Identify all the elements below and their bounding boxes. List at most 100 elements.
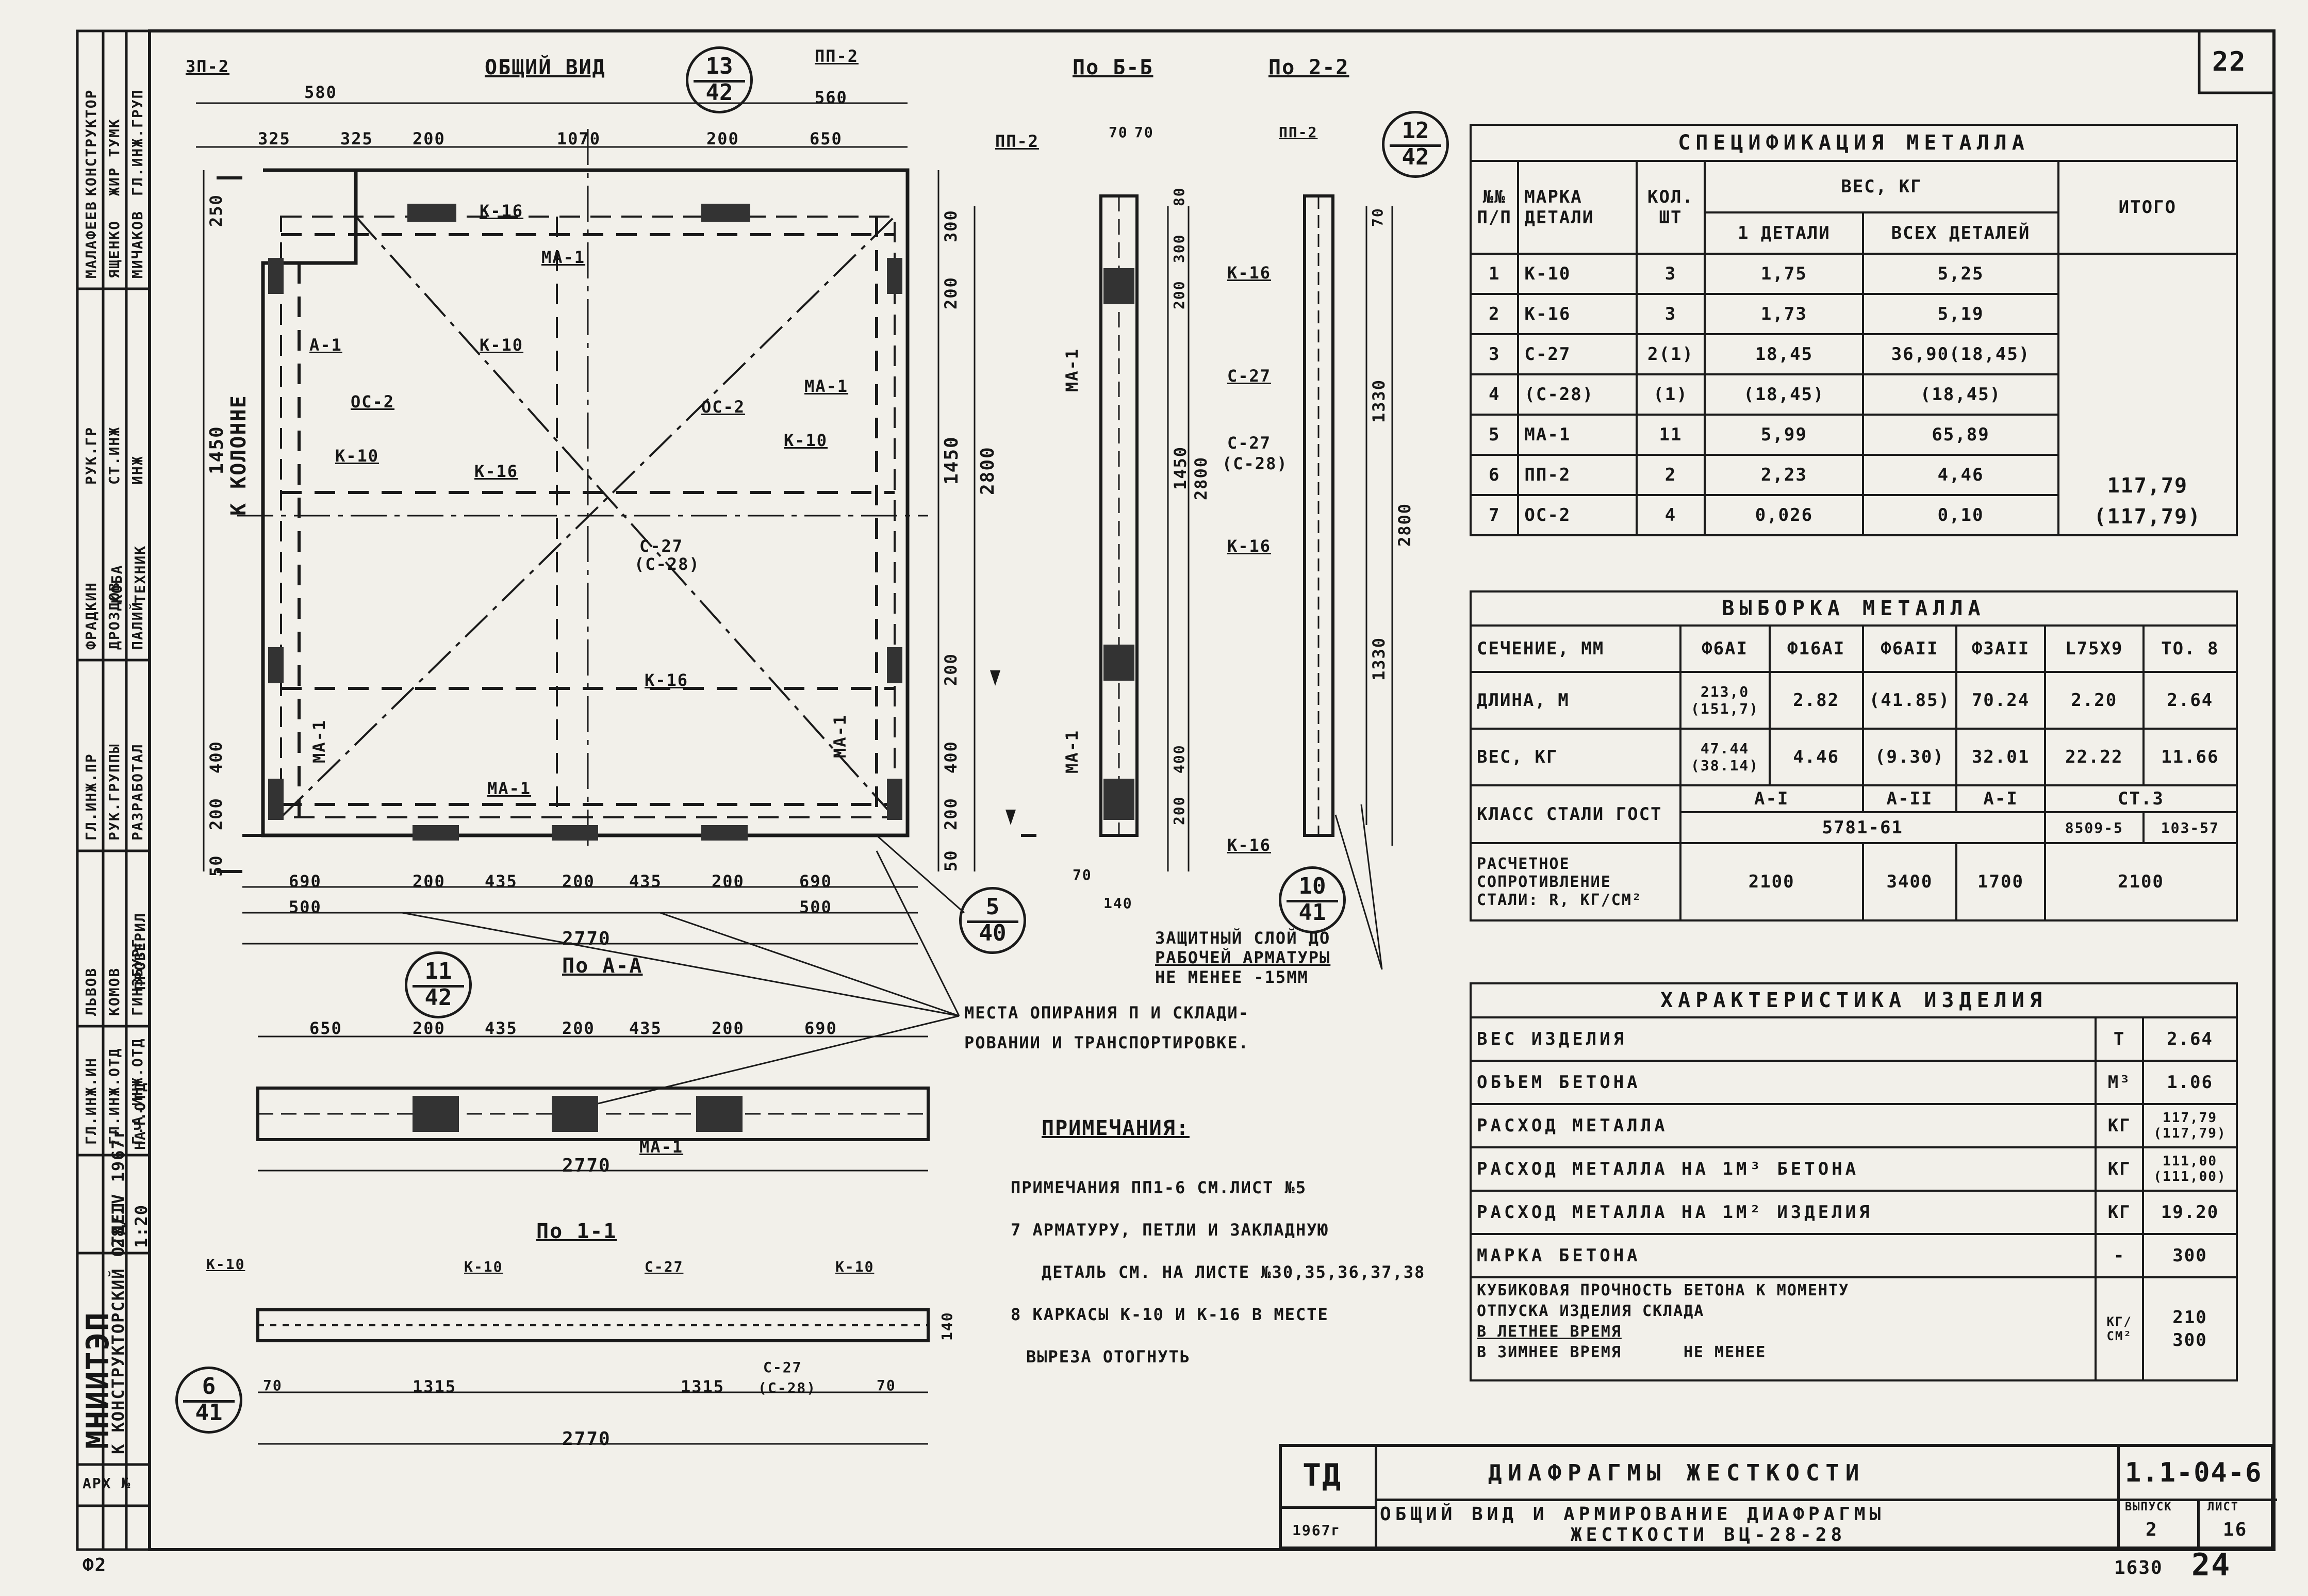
dim-right-2800: 2800 bbox=[977, 446, 998, 495]
bb-dim-300: 300 bbox=[1171, 234, 1188, 263]
spec-cell: 6 bbox=[1469, 454, 1520, 496]
stamp-person3-3: МИЧАКОВ bbox=[129, 210, 146, 278]
sheet-value: 16 bbox=[2223, 1519, 2248, 1540]
notes-block: ПРИМЕЧАНИЯ ПП1-6 СМ.ЛИСТ №5 7 АРМАТУРУ, … bbox=[1011, 1173, 1425, 1385]
bb-dim-200: 200 bbox=[1171, 280, 1188, 309]
dim-right-200b: 200 bbox=[941, 653, 961, 686]
spec-cell: 1,75 bbox=[1704, 253, 1865, 295]
s22-k16-top: К-16 bbox=[1227, 263, 1272, 283]
spec-cell: 4,46 bbox=[1862, 454, 2059, 496]
spec-total: 117,79 bbox=[2107, 474, 2188, 498]
char-cell: 19.20 bbox=[2142, 1190, 2238, 1235]
spec-cell: 0,026 bbox=[1704, 494, 1865, 536]
title-sub: ОБЩИЙ ВИД И АРМИРОВАНИЕ ДИАФРАГМЫ bbox=[1380, 1504, 1885, 1525]
spec-cell: 2,23 bbox=[1704, 454, 1865, 496]
char-cell: КГ bbox=[2095, 1190, 2145, 1235]
bb-dim-70a: 70 bbox=[1109, 124, 1128, 141]
dim-left-400: 400 bbox=[206, 741, 226, 774]
char-cell: М³ bbox=[2095, 1060, 2145, 1105]
stamp-scale: 1:20 bbox=[131, 1204, 151, 1248]
stamp-role-1: ГЛ.ИНЖ.ИН bbox=[83, 1057, 100, 1145]
sel-cell: 70.24 bbox=[1955, 671, 2046, 730]
bb-dim-70b: 70 bbox=[1134, 124, 1154, 141]
sel-h: Ф3АII bbox=[1955, 624, 2046, 673]
s22-c27b: С-27 bbox=[1227, 433, 1272, 453]
mark-k10-left: К-10 bbox=[335, 446, 380, 466]
spec-cell: 0,10 bbox=[1862, 494, 2059, 536]
title-org-divider bbox=[1282, 1506, 1375, 1509]
sel-h: L75Х9 bbox=[2043, 624, 2145, 673]
spec-cell: (С-28) bbox=[1517, 373, 1638, 416]
dim-bot-435b: 435 bbox=[629, 871, 662, 891]
callout-top: 11 bbox=[424, 958, 452, 984]
spec-cell: 2 bbox=[1635, 454, 1706, 496]
sel-cell: 11.66 bbox=[2142, 728, 2238, 786]
spec-title: СПЕЦИФИКАЦИЯ МЕТАЛЛА bbox=[1470, 124, 2238, 162]
spec-cell: 5,99 bbox=[1704, 414, 1865, 456]
sheet-label: ЛИСТ bbox=[2207, 1501, 2239, 1513]
spec-cell: (18,45) bbox=[1862, 373, 2059, 416]
s11-dim-1315a: 1315 bbox=[413, 1377, 457, 1396]
bb-dim-70c: 70 bbox=[1073, 866, 1092, 883]
s11-dim-140: 140 bbox=[938, 1311, 955, 1341]
stamp-role4-2: ЖИР ТУМК bbox=[106, 118, 123, 196]
callout-bar bbox=[694, 80, 745, 83]
bb-ma1-lower: МА-1 bbox=[1062, 729, 1082, 774]
spec-cell: 4 bbox=[1635, 494, 1706, 536]
strength-winter-val: 300 bbox=[2172, 1330, 2207, 1351]
mark-ma1-right-vert: МА-1 bbox=[830, 714, 850, 758]
spec-cell: К-16 bbox=[1517, 293, 1638, 335]
stamp-person3-2: ЯЩЕНКО bbox=[106, 220, 123, 278]
dim-right-300: 300 bbox=[941, 209, 961, 242]
sel-cell: ВЕС, КГ bbox=[1470, 728, 1681, 786]
char-title: ХАРАКТЕРИСТИКА ИЗДЕЛИЯ bbox=[1470, 982, 2238, 1018]
dim-top-325b: 325 bbox=[340, 129, 373, 149]
page-number: 22 bbox=[2212, 46, 2247, 77]
dim-bot-total: 2770 bbox=[562, 928, 611, 949]
bb-dim-400: 400 bbox=[1171, 744, 1188, 774]
dim-bot-435a: 435 bbox=[485, 871, 518, 891]
title-sub-cell: ОБЩИЙ ВИД И АРМИРОВАНИЕ ДИАФРАГМЫ ЖЕСТКО… bbox=[1375, 1499, 2117, 1550]
section-aa-title: По А-А bbox=[562, 954, 643, 978]
sel-cell: А-I bbox=[1955, 784, 2046, 813]
title-main: ДИАФРАГМЫ ЖЕСТКОСТИ bbox=[1488, 1460, 1866, 1486]
spec-h-num: №№ П/П bbox=[1469, 160, 1520, 255]
spec-cell: 3 bbox=[1635, 293, 1706, 335]
s22-dim-1330a: 1330 bbox=[1369, 379, 1389, 423]
callout-bottom: 41 bbox=[195, 1400, 223, 1426]
dim-bot-200a: 200 bbox=[413, 871, 446, 891]
dim-bot-200c: 200 bbox=[712, 871, 745, 891]
aa-dim-690: 690 bbox=[804, 1018, 837, 1038]
aa-dim-200a: 200 bbox=[413, 1018, 446, 1038]
sel-h: ТО. 8 bbox=[2142, 624, 2238, 673]
issue-value: 2 bbox=[2146, 1519, 2158, 1540]
callout-13-42: 13 42 bbox=[686, 46, 753, 113]
sel-cell: 3400 bbox=[1861, 842, 1958, 922]
s22-k16-mid: К-16 bbox=[1227, 536, 1272, 556]
spec-cell: 4 bbox=[1469, 373, 1520, 416]
bb-dim-200b: 200 bbox=[1171, 796, 1188, 825]
title-year: 1967г bbox=[1292, 1522, 1341, 1539]
stamp-role3-4: ТЕХНИК bbox=[131, 545, 149, 603]
stamp-role4-1: КОНСТРУКТОР bbox=[83, 89, 100, 196]
k-kolonne-label: К КОЛОННЕ bbox=[227, 394, 251, 516]
s22-dim-70: 70 bbox=[1369, 207, 1386, 227]
archive-number: 1630 bbox=[2114, 1557, 2163, 1578]
callout-bottom: 42 bbox=[705, 79, 733, 106]
sel-cell: А-II bbox=[1861, 784, 1958, 813]
char-cell: 117,79 (117,79) bbox=[2142, 1103, 2238, 1148]
stamp-person-2: КОМОВ bbox=[106, 967, 123, 1016]
stamp-role3-1: РУК.ГР bbox=[83, 426, 100, 485]
sel-cell: 22.22 bbox=[2043, 728, 2145, 786]
char-cell: 2.64 bbox=[2142, 1016, 2238, 1062]
stamp-role3-3: ИНЖ bbox=[129, 455, 146, 485]
note-line-4: 8 КАРКАСЫ К-10 И К-16 В МЕСТЕ bbox=[1011, 1305, 1329, 1324]
stamp-date: 28/IV 1967г bbox=[108, 1127, 128, 1248]
stamp-role2-2: РУК.ГРУППЫ bbox=[106, 743, 123, 841]
spec-cell: 3 bbox=[1635, 253, 1706, 295]
char-cell: 300 bbox=[2142, 1233, 2238, 1278]
spec-cell: 5,25 bbox=[1862, 253, 2059, 295]
sel-cell: 2.20 bbox=[2043, 671, 2145, 730]
title-code-cell: 1.1-04-6 ВЫПУСК 2 ЛИСТ 16 bbox=[2117, 1447, 2277, 1546]
